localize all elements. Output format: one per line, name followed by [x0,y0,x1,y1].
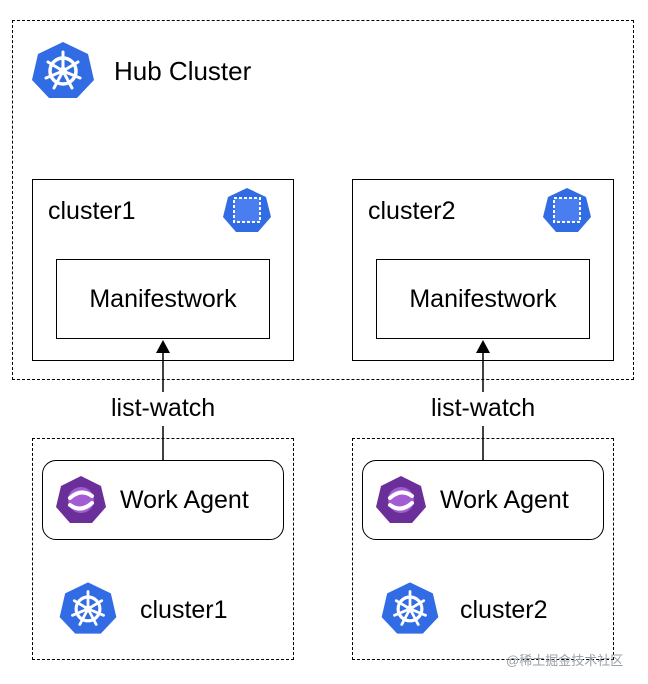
kubernetes-icon [32,42,94,98]
hub-cluster-container [12,20,634,380]
work-agent-2-label: Work Agent [440,486,569,514]
hub-cluster1-label: cluster1 [48,197,136,225]
managed-cluster1-label: cluster1 [140,596,228,624]
watermark: @稀土掘金技术社区 [506,653,624,668]
arrowhead-2 [476,340,490,353]
open-cluster-management-icon [56,476,106,523]
kubernetes-icon [59,582,117,634]
work-agent-1-label: Work Agent [120,486,249,514]
arrowhead-1 [156,340,170,353]
list-watch-label-1: list-watch [109,394,218,422]
hub-cluster1-manifestwork: Manifestwork [56,259,270,339]
open-cluster-management-icon [376,476,426,523]
hub-cluster2-manifestwork: Manifestwork [376,259,590,339]
hub-cluster-title: Hub Cluster [114,56,252,86]
list-watch-label-2: list-watch [429,394,538,422]
cluster-badge-icon [223,188,271,232]
cluster-badge-icon [543,188,591,232]
hub-cluster2-label: cluster2 [368,197,456,225]
kubernetes-icon [381,582,439,634]
manifestwork-label: Manifestwork [409,284,557,313]
manifestwork-label: Manifestwork [89,284,237,313]
managed-cluster2-label: cluster2 [460,596,548,624]
